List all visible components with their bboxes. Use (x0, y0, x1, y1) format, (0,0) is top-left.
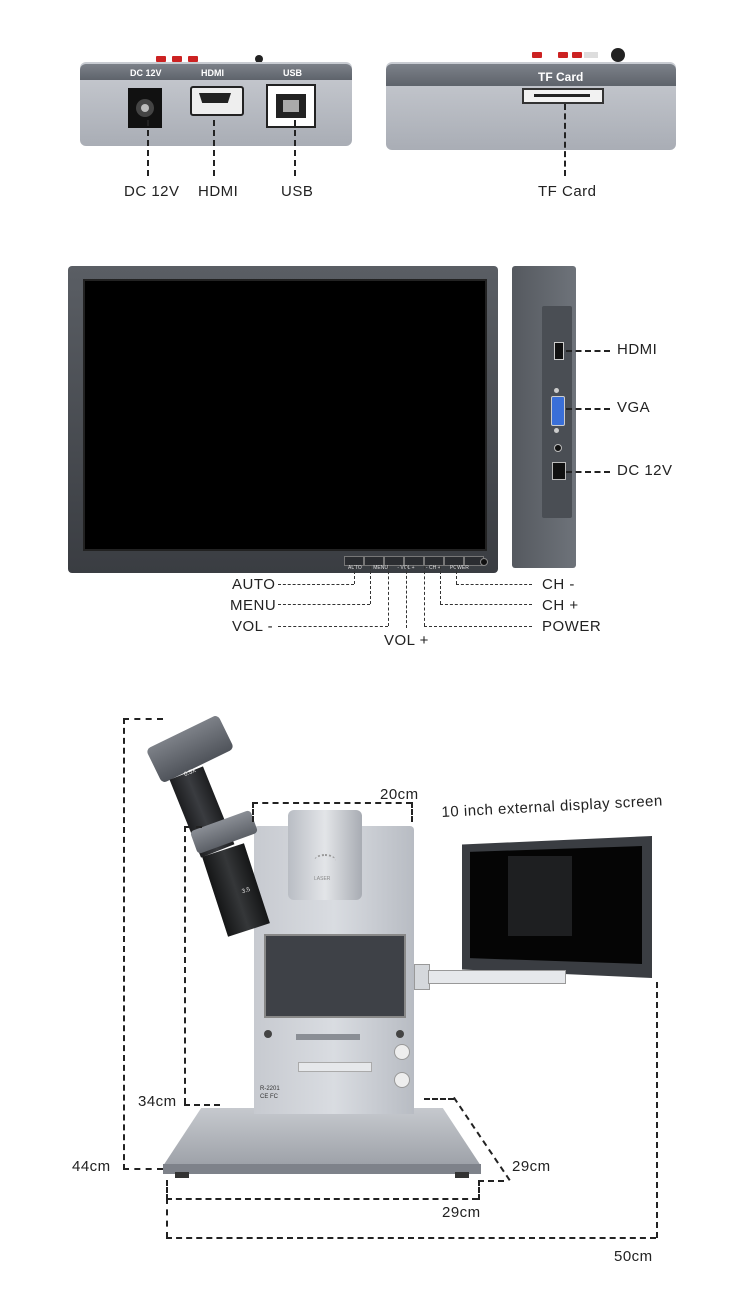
callout-menu: MENU (230, 597, 277, 614)
callout-side-vga: VGA (617, 399, 651, 416)
usb-port (266, 84, 316, 128)
callout-hdmi: HDMI (198, 183, 239, 200)
callout-ch-plus: CH + (542, 597, 579, 614)
camera-assembly: 0.5X 3.5 (145, 714, 270, 940)
callout-auto: AUTO (232, 576, 276, 593)
laser-sun-icon (314, 854, 336, 868)
panel-label-dc: DC 12V (130, 68, 162, 78)
callout-side-hdmi: HDMI (617, 341, 658, 358)
monitor-front: AUTO MENU - VOL + - CH + POWER (68, 266, 498, 573)
monitor-screen (83, 279, 487, 551)
side-dc-port (552, 462, 566, 480)
callout-vol-plus: VOL + (384, 632, 429, 649)
tag-vol: VOL (400, 565, 411, 571)
dim-29cm-width: 29cm (442, 1204, 481, 1221)
dim-34cm: 34cm (138, 1093, 177, 1110)
laser-mark: LASER (314, 876, 331, 882)
external-display (462, 820, 652, 978)
tag-power: POWER (449, 565, 469, 571)
dim-20cm: 20cm (380, 786, 419, 803)
dim-44cm: 44cm (72, 1158, 111, 1175)
laser-head: LASER (288, 810, 362, 900)
dim-50cm: 50cm (614, 1248, 653, 1265)
power-led (480, 558, 488, 566)
callout-side-dc: DC 12V (617, 462, 673, 479)
dc-jack (128, 88, 162, 128)
monitor-button-strip (344, 556, 494, 570)
side-hdmi-port (554, 342, 564, 360)
panel-label-usb: USB (283, 68, 303, 78)
tag-plus-ch: + (437, 565, 441, 571)
dim-29cm-depth: 29cm (512, 1158, 551, 1175)
hdmi-port (190, 86, 244, 116)
panel-label-hdmi: HDMI (201, 68, 224, 78)
callout-usb: USB (281, 183, 314, 200)
tf-card-slot (522, 88, 604, 104)
callout-power: POWER (542, 618, 602, 635)
tag-ch: CH (428, 565, 437, 571)
panel-label-tf-card: TF Card (538, 70, 584, 84)
machine-model: R-2201 (260, 1086, 280, 1092)
tag-minus-vol: - (397, 565, 399, 571)
callout-vol-minus: VOL - (232, 618, 274, 635)
callout-dc-12v: DC 12V (124, 183, 180, 200)
tag-menu: MENU (373, 565, 388, 571)
display-arm (414, 964, 566, 990)
tag-minus-ch: - (425, 565, 428, 571)
tag-plus-vol: + (411, 565, 415, 571)
side-vga-port (551, 396, 565, 426)
monitor-side (512, 266, 576, 568)
screen-caption: 10 inch external display screen (441, 792, 664, 821)
device-b: TF Card (386, 48, 676, 150)
machine-base (163, 1108, 481, 1178)
callout-tf-card: TF Card (538, 183, 597, 200)
callout-ch-minus: CH - (542, 576, 575, 593)
machine-cert: CE FC (260, 1094, 278, 1100)
machine-display (264, 934, 406, 1018)
device-a: DC 12V HDMI USB (80, 55, 352, 146)
